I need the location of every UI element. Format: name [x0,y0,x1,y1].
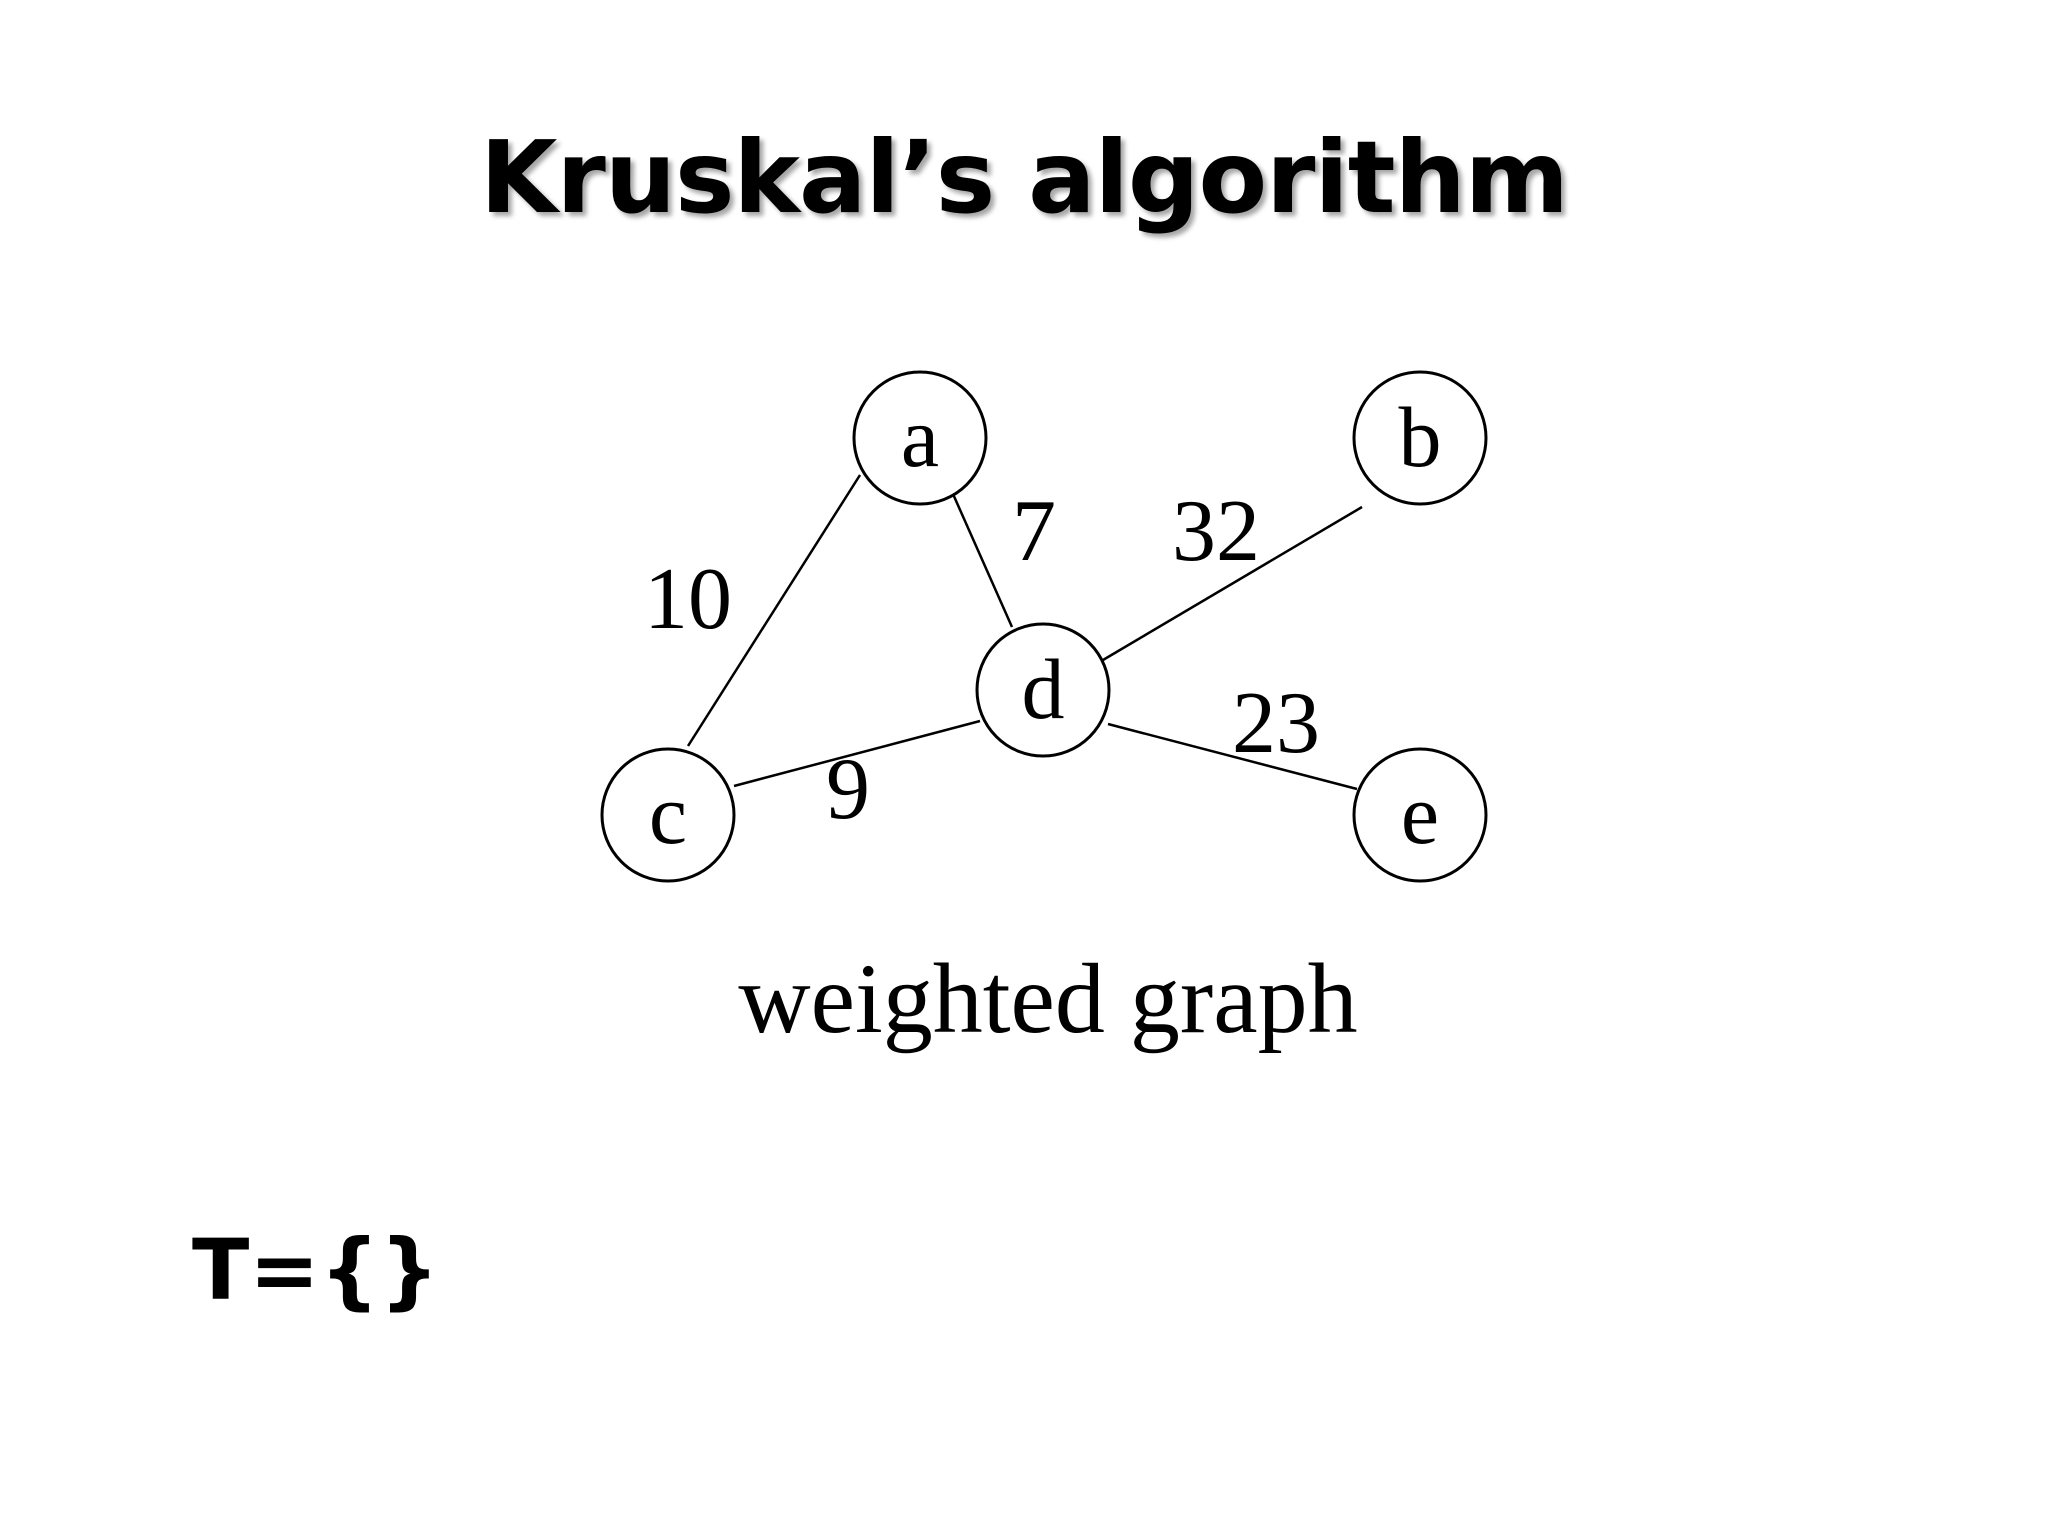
edge-weight-a-c: 10 [644,551,732,648]
tree-edge-set: T={} [192,1221,440,1319]
edge-a-c [686,474,862,747]
edge-weight-c-d: 9 [826,741,870,838]
edge-c-d [733,719,981,788]
node-c: c [600,747,736,883]
node-label-d: d [1022,641,1065,737]
node-e: e [1352,747,1488,883]
node-a: a [852,370,988,506]
edge-weight-d-e: 23 [1232,675,1320,772]
edge-d-e [1107,722,1358,791]
diagram-caption: weighted graph [738,943,1357,1054]
node-label-c: c [649,766,687,862]
edge-weight-d-b: 32 [1172,483,1260,580]
node-b: b [1352,370,1488,506]
edge-a-d [951,493,1014,628]
node-label-b: b [1399,389,1442,485]
edge-d-b [1102,505,1363,662]
node-label-a: a [901,389,939,485]
edge-weight-a-d: 7 [1012,483,1056,580]
node-label-e: e [1401,766,1439,862]
node-d: d [975,622,1111,758]
slide-title: Kruskal’s algorithm [480,119,1569,236]
